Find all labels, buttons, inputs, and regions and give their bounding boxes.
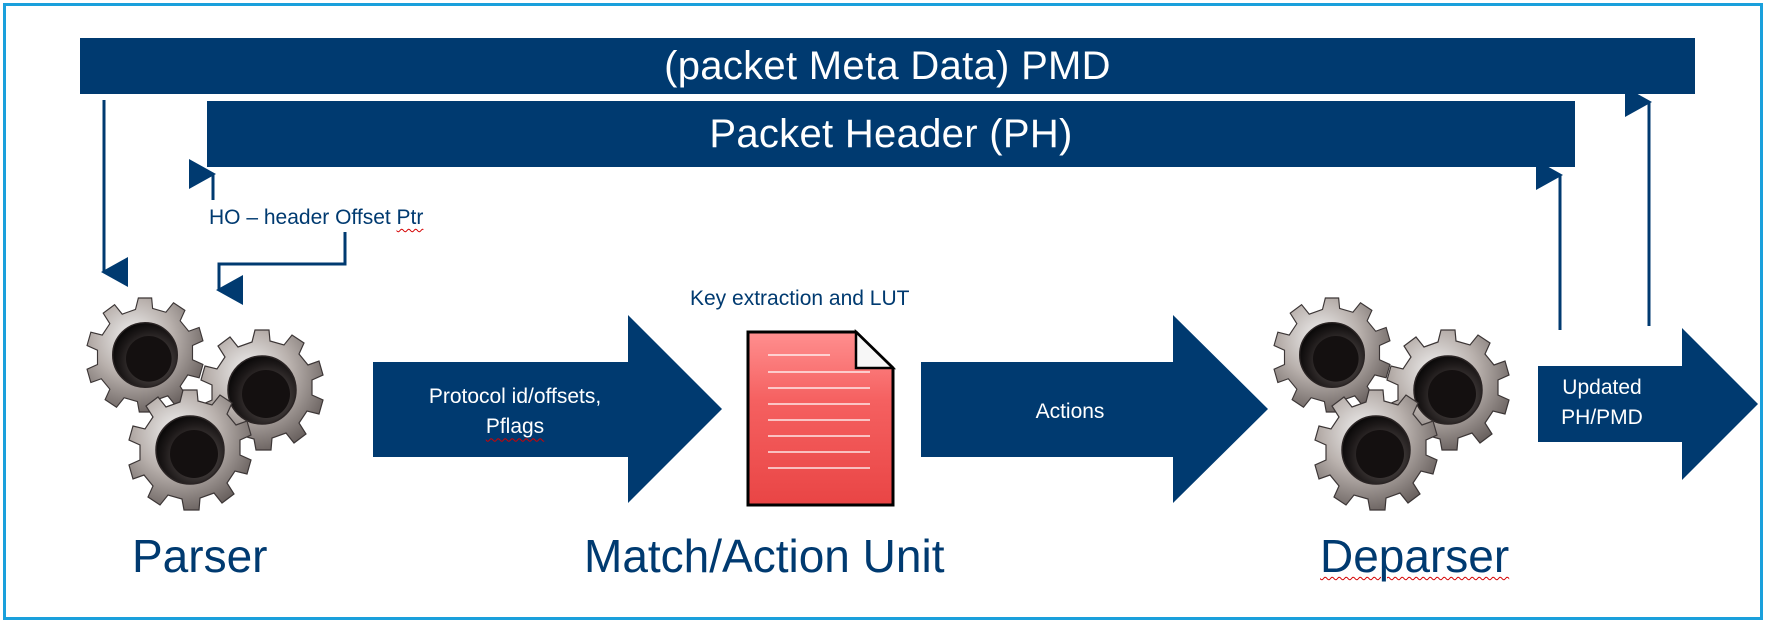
lookup-table-document-icon (746, 329, 897, 507)
parser-gear-cluster-icon (86, 297, 324, 511)
ho-note: HO – header Offset Ptr (209, 206, 423, 230)
pmd-bar-label: (packet Meta Data) PMD (664, 43, 1111, 88)
ph-bar: Packet Header (PH) (207, 101, 1575, 167)
pmd-bar: (packet Meta Data) PMD (80, 38, 1695, 94)
protocol-arrow-text: Protocol id/offsets, Pflags (392, 382, 638, 443)
parser-title: Parser (132, 530, 268, 582)
updated-arrow-line1: Updated (1562, 376, 1642, 399)
protocol-arrow-line1: Protocol id/offsets, (428, 385, 602, 408)
updated-arrow-line2: PH/PMD (1561, 406, 1643, 430)
diagram-frame (3, 3, 1763, 620)
deparser-gear-cluster-icon (1273, 297, 1510, 511)
actions-arrow (921, 315, 1268, 503)
deparser-title-text: Deparser (1320, 530, 1510, 582)
ph-bar-label: Packet Header (PH) (709, 111, 1073, 156)
ho-note-text: HO – header Offset (209, 206, 397, 229)
deparser-title: Deparser (1320, 529, 1509, 583)
updated-arrow-text: Updated PH/PMD (1542, 373, 1662, 434)
ho-down-arrow (216, 232, 347, 305)
key-extraction-note: Key extraction and LUT (690, 287, 910, 310)
match-action-title: Match/Action Unit (584, 530, 945, 582)
updated-arrow (1538, 328, 1758, 480)
actions-arrow-text: Actions (1035, 400, 1105, 423)
protocol-arrow (373, 315, 722, 503)
ho-note-ptr: Ptr (396, 206, 424, 229)
protocol-arrow-line2: Pflags (485, 415, 545, 439)
